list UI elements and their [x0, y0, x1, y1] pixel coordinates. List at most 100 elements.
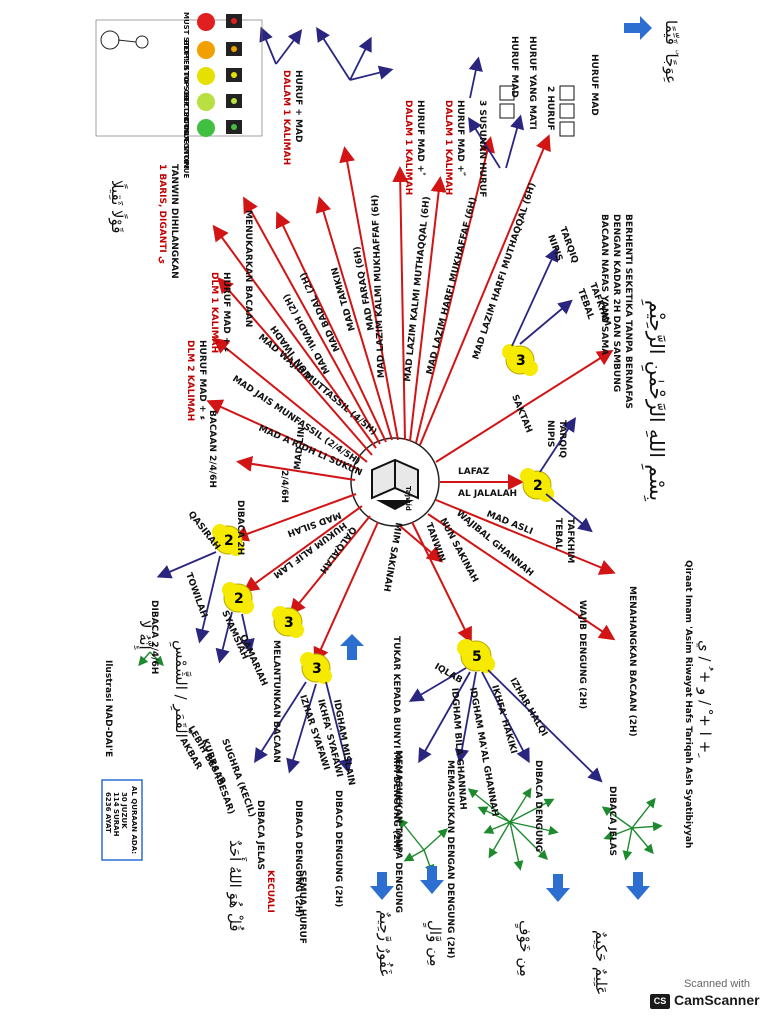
mad-descriptions: HURUF MAD + ّ DALAM 1 KALIMAH HURUF MAD … — [157, 70, 466, 503]
arrow-blue-2 — [420, 866, 444, 894]
svg-text:DIBACA JELAS: DIBACA JELAS — [607, 786, 617, 856]
svg-text:HURUF MAD: HURUF MAD — [509, 36, 519, 98]
branch-mad-silah — [232, 493, 357, 542]
svg-text:DIBACA 2H: DIBACA 2H — [235, 500, 245, 555]
label-mad-lazim-kalmi-mukhaffaf: MAD LAZIM KALMI MUKHAFFAF (6H) — [371, 194, 387, 378]
mim-sakinah-labels: IZHAR SYAFAWI IKHFA' SYAFAWI IDGHAM MISL… — [255, 694, 356, 944]
svg-text:MENAHANGKAN BACAAN (2H): MENAHANGKAN BACAAN (2H) — [627, 586, 637, 737]
illustration-credit: Ilustrasi NAD-DAI'E — [103, 660, 113, 757]
svg-text:DIBACA DENGUNG: DIBACA DENGUNG — [533, 760, 543, 852]
svg-text:IDGHAM MA'AL GHANNAH: IDGHAM MA'AL GHANNAH — [467, 687, 500, 818]
branch-mad-iwadh — [243, 196, 381, 445]
svg-text:DALAM 1 KALIMAH: DALAM 1 KALIMAH — [443, 100, 453, 195]
svg-text:DIBACA DENGUNG (2H): DIBACA DENGUNG (2H) — [333, 790, 343, 907]
branch-wajibal-ghannah — [427, 513, 616, 641]
legend-row-1: MUST STOP! — [182, 12, 242, 61]
svg-text:TOWILAH: TOWILAH — [183, 572, 209, 620]
svg-text:HURUF MAD + ّ: HURUF MAD + ّ — [455, 100, 466, 176]
svg-text:الْقَمَرِ / الشَّمْسِ: الْقَمَرِ / الشَّمْسِ — [169, 640, 193, 738]
svg-text:IQLAB: IQLAB — [433, 662, 465, 686]
branch-mad-faraq — [339, 146, 399, 441]
branch-nun-iwadh — [212, 224, 377, 449]
center-label: Tajwid — [404, 486, 412, 511]
label-mim-sakinah: MIM SAKINAH — [381, 521, 403, 592]
svg-text:ا + ْ / و + ُ / ي + ِ: ا + ْ / و + ُ / ي + ِ — [695, 640, 714, 758]
svg-text:DALAM 1 KALIMAH: DALAM 1 KALIMAH — [281, 70, 291, 165]
svg-text:3 SUSUNAN HURUF: 3 SUSUNAN HURUF — [477, 100, 487, 197]
legend-small-circle-icon — [135, 35, 149, 49]
svg-text:30 JUZUK: 30 JUZUK — [120, 792, 128, 829]
svg-text:قَوْلًا ثَقِيلًا: قَوْلًا ثَقِيلًا — [108, 180, 128, 233]
svg-text:TAFKHIM: TAFKHIM — [565, 518, 575, 563]
svg-text:MENUKARKAN BACAAN: MENUKARKAN BACAAN — [243, 210, 253, 327]
branch-labels: MAD LAZIM HARFI MUTHAQQAL (6H) MAD LAZIM… — [230, 182, 538, 593]
camscanner-logo-icon: CS — [650, 994, 670, 1009]
svg-text:DIBACA DENGUNG (2H): DIBACA DENGUNG (2H) — [293, 800, 303, 917]
svg-text:AL QURAAN ADA:: AL QURAAN ADA: — [130, 786, 138, 854]
svg-text:غَفُورٌ رَّحِيمٌ: غَفُورٌ رَّحِيمٌ — [376, 910, 394, 976]
svg-text:BERHENTI SEKETIKA TANPA BERNAF: BERHENTI SEKETIKA TANPA BERNAFAS — [623, 214, 633, 409]
label-mad-lazim-harfi-mukhaffaf: MAD LAZIM HARFI MUKHAFFAF (6H) — [425, 196, 479, 376]
svg-text:2 HURUF: 2 HURUF — [545, 86, 555, 131]
legend-row-2: BETTER TO STOP — [182, 40, 242, 107]
svg-text:قُلْ هُوَ اللهُ أَحَدٌ: قُلْ هُوَ اللهُ أَحَدٌ — [226, 840, 248, 932]
svg-text:مِن وَّالٍ: مِن وَّالٍ — [423, 920, 444, 967]
svg-text:2/4/6H: 2/4/6H — [279, 470, 289, 503]
svg-text:STOP OR CONTINUE: STOP OR CONTINUE — [182, 66, 190, 144]
label-mad-tamkin: MAD TAMKIN — [330, 266, 358, 332]
svg-text:6236 AYAT: 6236 AYAT — [104, 792, 112, 833]
svg-text:3: 3 — [516, 353, 526, 369]
green-fan-arrows — [138, 651, 663, 875]
svg-text:MEMASUKKAN DENGAN DENGUNG (2H): MEMASUKKAN DENGAN DENGUNG (2H) — [445, 760, 455, 958]
svg-text:IZHAR HALQI: IZHAR HALQI — [507, 677, 548, 739]
svg-text:عِوَجًا ۜ قَيِّمًا: عِوَجًا ۜ قَيِّمًا — [662, 20, 680, 84]
bubble-silah-2: 2 — [212, 524, 244, 556]
svg-text:DIBACA JELAS: DIBACA JELAS — [255, 800, 265, 870]
branch-mad-asli — [435, 499, 616, 575]
svg-text:3: 3 — [312, 661, 322, 677]
arrow-blue-saktah — [624, 16, 652, 40]
quran-info-box: AL QURAAN ADA: 30 JUZUK 114 SURAH 6236 A… — [101, 779, 143, 861]
branch-mad-tamkin — [315, 196, 393, 441]
svg-text:DLM 2 KALIMAH: DLM 2 KALIMAH — [185, 340, 195, 421]
branch-mad-lazim-kalmi-mukhaffaf — [392, 166, 409, 441]
svg-text:QAMARIAH: QAMARIAH — [237, 633, 269, 688]
navy-sub-arrows — [156, 26, 603, 783]
svg-text:TARQIQ: TARQIQ — [557, 420, 567, 458]
branch-mad-jais-munfassil — [212, 337, 368, 463]
legend-row-3: STOP OR CONTINUE — [182, 66, 242, 144]
branch-nun-sakinah — [411, 521, 472, 644]
branch-mim-sakinah — [313, 521, 379, 664]
wajibal-ghannah-labels: WAJIB DENGUNG (2H) MENAHANGKAN BACAAN (2… — [577, 586, 637, 737]
svg-text:DON'T STOP!: DON'T STOP! — [182, 118, 190, 169]
arrow-blue-4 — [626, 872, 650, 900]
count-bubbles: 3 2 2 3 2 3 5 — [212, 344, 554, 684]
arrow-blue-tanwin — [340, 634, 364, 660]
svg-text:KECUALI: KECUALI — [265, 870, 275, 913]
svg-text:SEMUA HURUF: SEMUA HURUF — [297, 870, 307, 944]
scanner-line2: CamScanner — [674, 992, 760, 1008]
branch-mad-lazim-harfi-mukhaffaf — [415, 136, 495, 444]
bubble-qalqalah-3: 3 — [272, 606, 304, 638]
saktah-description: BERHENTI SEKETIKA TANPA BERNAFAS DENGAN … — [599, 214, 633, 409]
svg-text:BETTER TO STOP: BETTER TO STOP — [182, 40, 190, 107]
huruf-mad-group: HURUF MAD 2 HURUF HURUF YANG MATI HURUF … — [477, 36, 599, 197]
basmalah-text: بِسْمِ اللهِ الرَّحْمٰنِ الرَّحِيْمِ — [641, 299, 669, 501]
svg-text:عَلِيمٌ حَكِيمٌ: عَلِيمٌ حَكِيمٌ — [592, 930, 610, 995]
svg-text:TEBAL: TEBAL — [553, 518, 563, 550]
red-branches — [206, 134, 616, 664]
legend-circle-icon — [100, 30, 120, 50]
branch-mad-lin — [236, 455, 356, 481]
svg-text:HURUF MAD + ء: HURUF MAD + ء — [197, 340, 207, 420]
svg-text:مِن خَوْفٍ: مِن خَوْفٍ — [515, 920, 534, 977]
arrow-blue-3 — [546, 874, 570, 902]
camscanner-watermark: Scanned with CS CamScanner — [640, 976, 760, 1012]
branch-mad-lazim-kalmi-muthaqqal — [409, 176, 447, 442]
arabic-examples: بِسْمِ اللهِ الرَّحْمٰنِ الرَّحِيْمِ عِو… — [108, 20, 714, 995]
svg-text:BACAAN 2/4/6H: BACAAN 2/4/6H — [207, 410, 217, 488]
branch-mad-badal — [275, 211, 387, 443]
branch-mad-wajib-muttassil — [217, 276, 373, 456]
svg-text:BETTER TO CONTINUE: BETTER TO CONTINUE — [182, 92, 190, 178]
svg-text:BACAAN NAFAS YANG SAMA: BACAAN NAFAS YANG SAMA — [599, 214, 609, 355]
